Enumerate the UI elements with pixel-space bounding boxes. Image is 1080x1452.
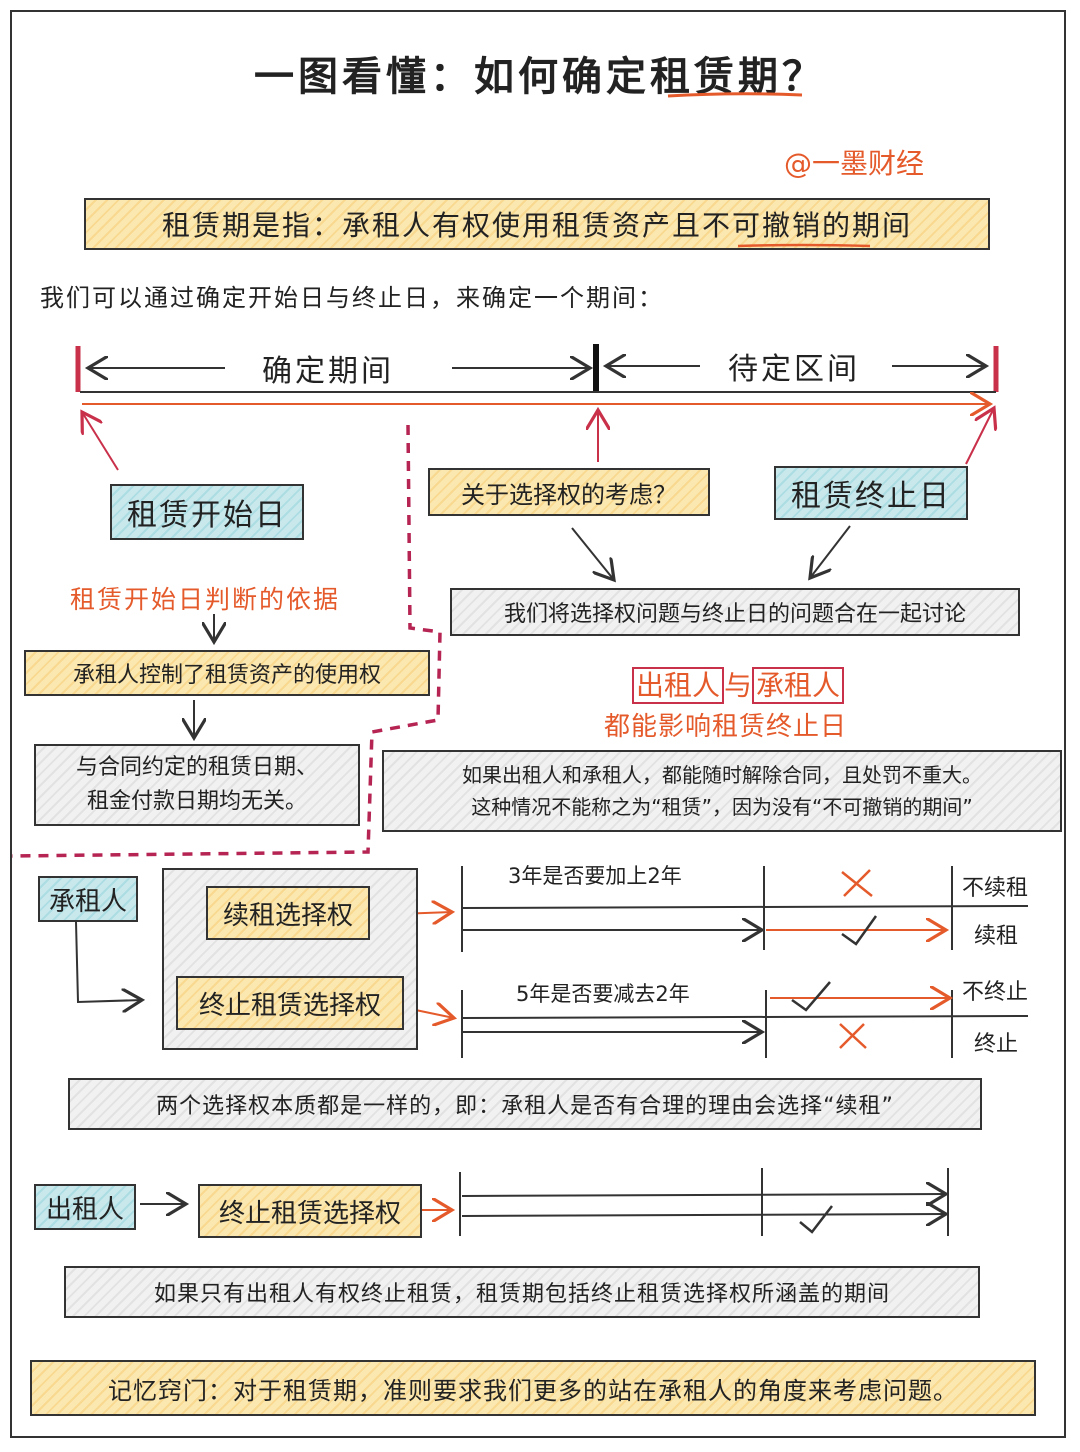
same-essence-box: 两个选择权本质都是一样的，即：承租人是否有合理的理由会选择“续租” [68, 1078, 982, 1130]
lessor-highlight: 出租人 [632, 667, 725, 704]
unrelated-dates-box: 与合同约定的租赁日期、 租金付款日期均无关。 [34, 744, 360, 826]
connector-text: 与 [724, 669, 753, 702]
renew-label: 续租 [974, 924, 1019, 949]
lessee-control-box: 承租人控制了租赁资产的使用权 [24, 650, 430, 696]
memory-tip-box: 记忆窍门：对于租赁期，准则要求我们更多的站在承租人的角度来考虑问题。 [30, 1360, 1036, 1416]
start-basis-heading: 租赁开始日判断的依据 [70, 585, 341, 614]
definition-box: 租赁期是指：承租人有权使用租赁资产且不可撤销的期间 [84, 198, 990, 250]
renewal-option-box: 续租选择权 [206, 886, 370, 940]
cancellable-contract-box: 如果出租人和承租人，都能随时解除合同，且处罚不重大。 这种情况不能称之为“租赁”… [382, 750, 1062, 832]
combine-discussion-box: 我们将选择权问题与终止日的问题合在一起讨论 [450, 588, 1020, 636]
author-credit: @一墨财经 [784, 147, 925, 180]
lessor-label-box: 出租人 [34, 1184, 136, 1230]
termination-option-box: 终止租赁选择权 [176, 976, 404, 1030]
renewal-question: 3年是否要加上2年 [508, 864, 682, 888]
pending-period-label: 待定区间 [728, 352, 860, 387]
both-parties-line2: 都能影响租赁终止日 [604, 712, 848, 742]
lessor-termination-option-box: 终止租赁选择权 [198, 1184, 422, 1238]
terminate-label: 终止 [974, 1032, 1019, 1057]
lessee-highlight: 承租人 [752, 667, 845, 704]
unrelated-dates-line1: 与合同约定的租赁日期、 [75, 755, 318, 780]
cancellable-line2: 这种情况不能称之为“租赁”，因为没有“不可撤销的期间” [471, 795, 973, 819]
no-renew-label: 不续租 [962, 876, 1029, 901]
page-frame [10, 10, 1066, 1438]
unrelated-dates-line2: 租金付款日期均无关。 [86, 789, 307, 814]
termination-question: 5年是否要减去2年 [516, 982, 690, 1006]
no-terminate-label: 不终止 [962, 980, 1029, 1005]
cancellable-line1: 如果出租人和承租人，都能随时解除合同，且处罚不重大。 [462, 763, 982, 787]
lessor-note-box: 如果只有出租人有权终止租赁，租赁期包括终止租赁选择权所涵盖的期间 [64, 1266, 980, 1318]
intro-text: 我们可以通过确定开始日与终止日，来确定一个期间： [40, 284, 664, 312]
determined-period-label: 确定期间 [262, 354, 394, 389]
lessee-label-box: 承租人 [38, 876, 138, 922]
both-parties-line1: 出租人与承租人 [632, 664, 845, 704]
option-consideration-box: 关于选择权的考虑？ [428, 468, 710, 516]
end-date-box: 租赁终止日 [774, 466, 968, 520]
start-date-box: 租赁开始日 [110, 484, 304, 540]
